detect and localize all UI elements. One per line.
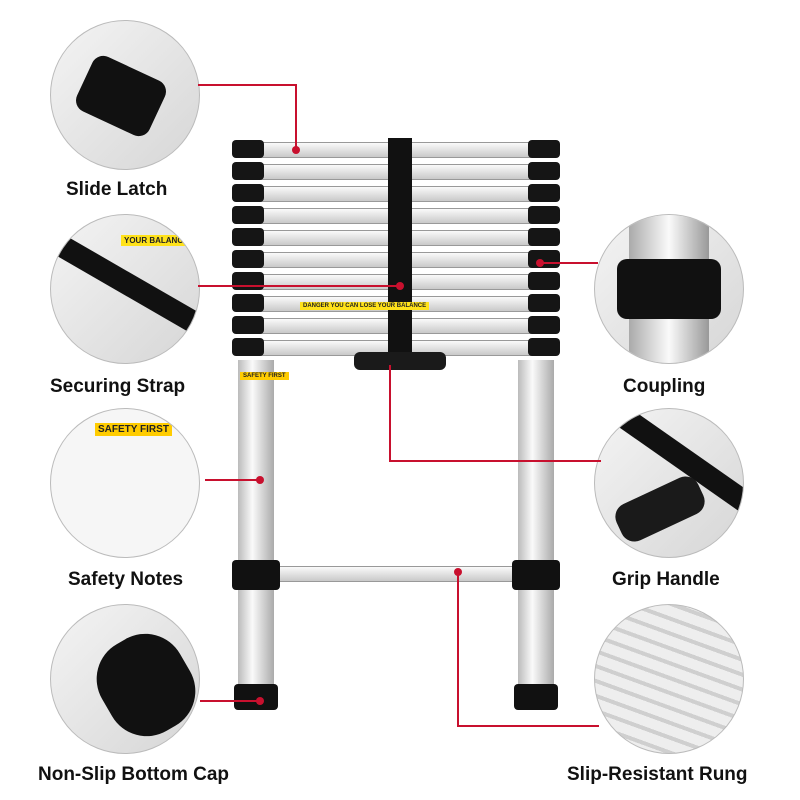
strap-balance-sticker: YOUR BALANCE [121,235,192,246]
bottom-cap-detail [50,604,200,754]
rung-end-cap [232,338,264,356]
rung-end-cap [528,228,560,246]
danger-text: DANGER [303,303,330,309]
leader-dot [454,568,462,576]
leader-line [200,700,260,702]
rung-end-cap [528,140,560,158]
leader-dot [256,697,264,705]
bottom-rung [270,566,522,582]
safety-notes-detail: SAFETY FIRST [50,408,200,558]
rung-end-cap [528,184,560,202]
danger-sticker: DANGER YOU CAN LOSE YOUR BALANCE [300,302,430,310]
rung-end-cap [528,272,560,290]
leader-line [457,725,599,727]
rung-end-cap [528,338,560,356]
leader-line [389,365,391,461]
leader-line [457,572,459,726]
leader-dot [536,259,544,267]
balance-text: YOU CAN LOSE YOUR BALANCE [330,303,427,309]
label-coupling: Coupling [623,376,706,397]
coupling-detail [594,214,744,364]
label-grip-handle: Grip Handle [612,569,720,590]
rung-end-cap [528,206,560,224]
leader-line [198,84,296,86]
label-bottom-cap: Non-Slip Bottom Cap [38,764,230,785]
coupling-icon [617,259,721,319]
rung-end-cap [528,294,560,312]
rung-end-cap [232,162,264,180]
right-leg [518,360,554,690]
latch-icon [72,51,170,141]
left-leg [238,360,274,690]
left-coupling [232,560,280,590]
label-rung: Slip-Resistant Rung [567,764,748,785]
securing-strap-detail: YOUR BALANCE [50,214,200,364]
leader-dot [292,146,300,154]
rung-detail [594,604,744,754]
label-securing-strap: Securing Strap [50,376,186,397]
rung-end-cap [232,294,264,312]
right-foot-cap [514,684,558,710]
leader-line [389,460,601,462]
rung-end-cap [232,184,264,202]
rung-end-cap [232,272,264,290]
rung-end-cap [528,250,560,268]
rung-end-cap [232,316,264,334]
slide-latch-detail [50,20,200,170]
rung-end-cap [232,206,264,224]
leader-line [205,479,260,481]
leader-dot [396,282,404,290]
leader-line [295,84,297,150]
grip-icon [610,471,710,547]
rung-end-cap [232,250,264,268]
rung-end-cap [528,316,560,334]
right-coupling [512,560,560,590]
cap-icon [82,619,199,751]
rung-end-cap [232,228,264,246]
safety-notes-sticker: SAFETY FIRST [95,423,172,436]
securing-strap [388,138,412,360]
grip-handle-detail [594,408,744,558]
rung-end-cap [232,140,264,158]
left-foot-cap [234,684,278,710]
rung-end-cap [528,162,560,180]
grip-handle [354,352,446,370]
label-safety-notes: Safety Notes [68,569,184,590]
leader-line [540,262,598,264]
label-slide-latch: Slide Latch [66,179,168,200]
leader-line [198,285,400,287]
leader-dot [256,476,264,484]
safety-first-sticker: SAFETY FIRST [240,372,289,380]
